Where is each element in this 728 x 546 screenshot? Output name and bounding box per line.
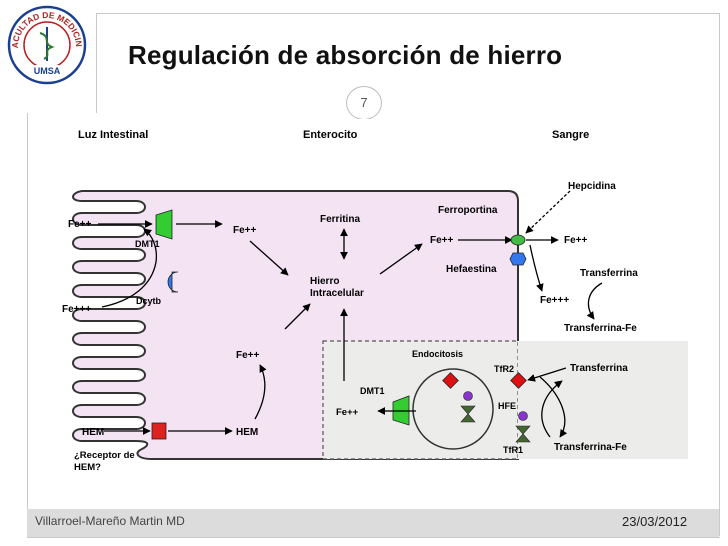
cell-fe2-mid: Fe++ [236,350,260,361]
cell-endocitosis: Endocitosis [412,349,463,359]
endocytosis-region-blood-side [518,341,688,459]
slide-title: Regulación de absorción de hierro [128,40,563,70]
arrow-cross-1 [539,376,568,438]
cell-hem: HEM [236,427,258,438]
cell-dmt1: DMT1 [360,386,385,396]
cell-hfe: HFE [498,401,516,411]
cell-hefaestina: Hefaestina [446,264,497,275]
footer-date: 23/03/2012 [622,514,688,529]
arrow-hepcidina-ferroportina [525,190,571,234]
hem-receptor [151,422,167,440]
lumen-receptor-line1: ¿Receptor de [74,450,135,461]
endocytosis-region [322,340,519,460]
blood-transferrina: Transferrina [580,268,638,279]
arrow-cross-2 [541,380,563,438]
blood-transferrina-fe-low: Transferrina-Fe [554,442,627,453]
faculty-logo: FACULTAD DE MEDICINA UMSA [6,3,87,85]
membrane-tfr1 [515,425,531,443]
header-blood: Sangre [552,129,589,141]
endosome-tfr2 [442,372,459,389]
endosome-tfr1 [460,405,476,423]
dcytb-enzyme [167,271,179,293]
arrow-transferrina-to-tfr2 [527,367,567,382]
dmt1-transporter [155,209,173,240]
blood-transferrina-fe: Transferrina-Fe [564,323,637,334]
cell-fe2-endo: Fe++ [336,407,359,418]
frame-line-right [719,13,720,536]
cell-tfr1: TfR1 [503,445,523,455]
header-lumen: Luz Intestinal [78,129,148,141]
frame-line-left-lower [27,113,28,537]
ferroportina-channel [510,234,526,246]
arrow-fe3-to-fe2 [101,228,158,308]
membrane-tfr2 [510,372,527,389]
blood-fe3: Fe+++ [540,295,569,306]
hefaestina-enzyme [509,252,527,266]
cell-ferroportina: Ferroportina [438,205,498,216]
header-enterocyte: Enterocito [303,129,358,141]
cell-tfr2: TfR2 [494,364,514,374]
arrow-to-fe3 [529,244,544,292]
cell-ferritina: Ferritina [320,214,360,225]
footer-author: Villarroel-Mareño Martin MD [35,514,185,528]
blood-transferrina-low: Transferrina [570,363,628,374]
frame-line-bottom [27,537,720,538]
frame-line-top [96,13,720,14]
footer-band [27,509,719,537]
arrow-fe2mid-to-hierro [284,303,311,330]
blood-hepcidina: Hepcidina [568,181,616,192]
lumen-fe2: Fe++ [68,219,92,230]
arrow-fe2top-to-hierro [249,240,289,276]
lumen-receptor-line2: HEM? [74,462,101,473]
cell-hierro-line1: Hierro [310,276,339,287]
endosome-hfe [463,391,473,401]
cell-fe2-export: Fe++ [430,235,454,246]
blood-fe2: Fe++ [564,235,588,246]
iron-absorption-diagram: Luz Intestinal Enterocito Sangre Fe++ DM… [40,119,690,509]
lumen-hem: HEM [82,427,104,438]
arrow-hem-to-fe2mid [254,364,267,420]
lumen-dcytb: Dcytb [136,296,162,306]
page-number-badge: 7 [346,86,382,120]
arrow-transferrina-to-complex [586,282,603,320]
lumen-fe3: Fe+++ [62,304,91,315]
logo-inner-text: UMSA [34,66,61,76]
cell-fe2-top: Fe++ [233,225,257,236]
membrane-hfe [518,411,528,421]
frame-line-left-upper [96,13,97,113]
lumen-dmt1: DMT1 [135,239,160,249]
endosome-circle [412,368,494,450]
cell-hierro-line2: Intracelular [310,288,364,299]
arrow-hierro-to-export [379,243,423,275]
